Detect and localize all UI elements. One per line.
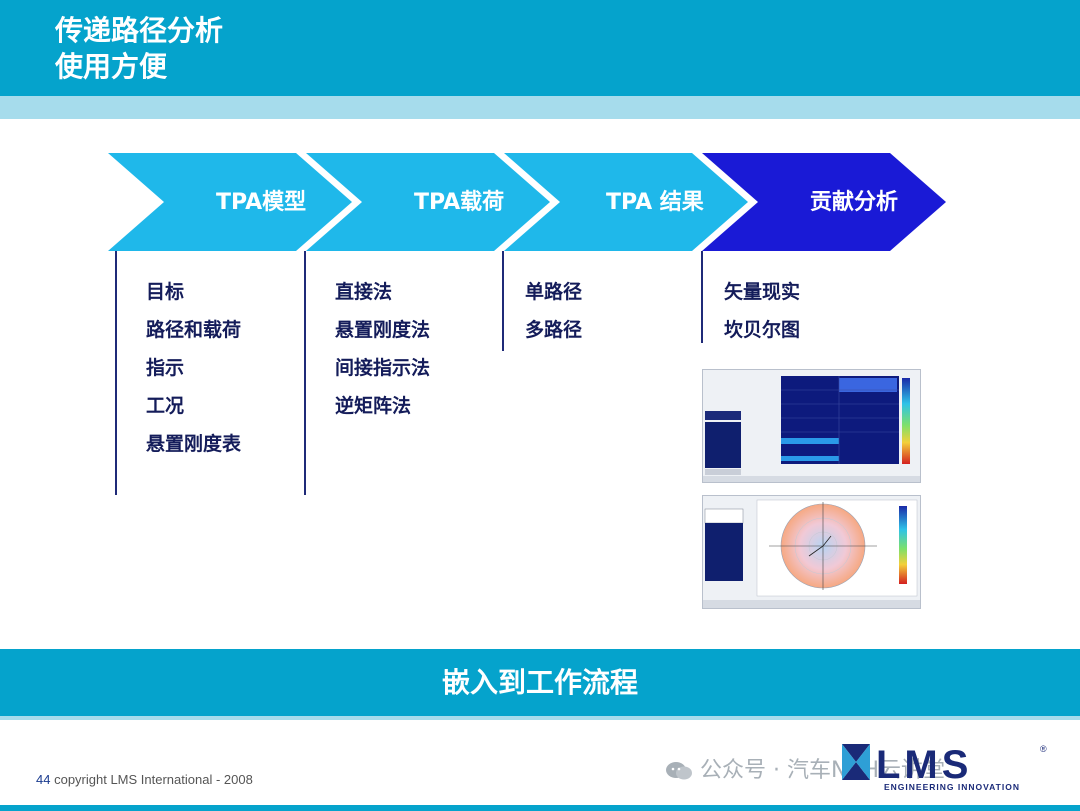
watermark: 公众号 · 汽车NVH云讲堂 (665, 752, 945, 784)
list-item: 单路径 (525, 281, 583, 303)
stage-label-contribution: 贡献分析 (810, 190, 899, 215)
column-divider (115, 251, 117, 495)
column-divider (304, 251, 306, 495)
copyright-text: copyright LMS International - 2008 (54, 772, 253, 787)
stage-label-tpa-model: TPA模型 (216, 190, 307, 215)
list-item: 目标 (146, 281, 185, 303)
workflow-banner (0, 649, 1080, 716)
list-item: 直接法 (335, 281, 393, 303)
watermark-text: 公众号 · 汽车NVH云讲堂 (700, 758, 946, 783)
svg-text:®: ® (1040, 744, 1047, 754)
list-item: 多路径 (525, 319, 583, 341)
heatmap-screenshot (702, 369, 921, 483)
list-item: 间接指示法 (335, 357, 431, 379)
list-item: 坎贝尔图 (724, 319, 801, 341)
stage-label-tpa-results: TPA 结果 (606, 190, 704, 215)
bottom-strip (0, 805, 1080, 811)
svg-text:ENGINEERING INNOVATION: ENGINEERING INNOVATION (884, 782, 1020, 792)
header-bar (0, 0, 1080, 96)
list-item: 指示 (146, 357, 185, 379)
stage-label-tpa-loads: TPA载荷 (414, 190, 505, 215)
workflow-banner-text: 嵌入到工作流程 (441, 666, 638, 699)
campbell-screenshot-graphic (703, 496, 920, 608)
svg-text:LMS: LMS (876, 743, 972, 787)
copyright-line: 44 copyright LMS International - 2008 (36, 772, 253, 787)
column-divider (701, 251, 703, 343)
list-item: 矢量现实 (724, 281, 801, 303)
lms-logo: LMS ® ENGINEERING INNOVATION (840, 740, 1055, 792)
heatmap-screenshot-graphic (703, 370, 920, 482)
wechat-icon (665, 760, 693, 782)
campbell-screenshot (702, 495, 921, 609)
list-item: 逆矩阵法 (335, 395, 412, 417)
footer-strip (0, 716, 1080, 720)
list-item: 路径和载荷 (146, 319, 242, 341)
list-item: 悬置刚度表 (146, 433, 242, 455)
list-item: 悬置刚度法 (335, 319, 431, 341)
column-divider (502, 251, 504, 351)
header-strip (0, 96, 1080, 119)
list-item: 工况 (146, 395, 185, 417)
slide-subtitle: 使用方便 (55, 50, 168, 83)
page-number: 44 (36, 772, 51, 787)
slide-title: 传递路径分析 (55, 14, 224, 47)
